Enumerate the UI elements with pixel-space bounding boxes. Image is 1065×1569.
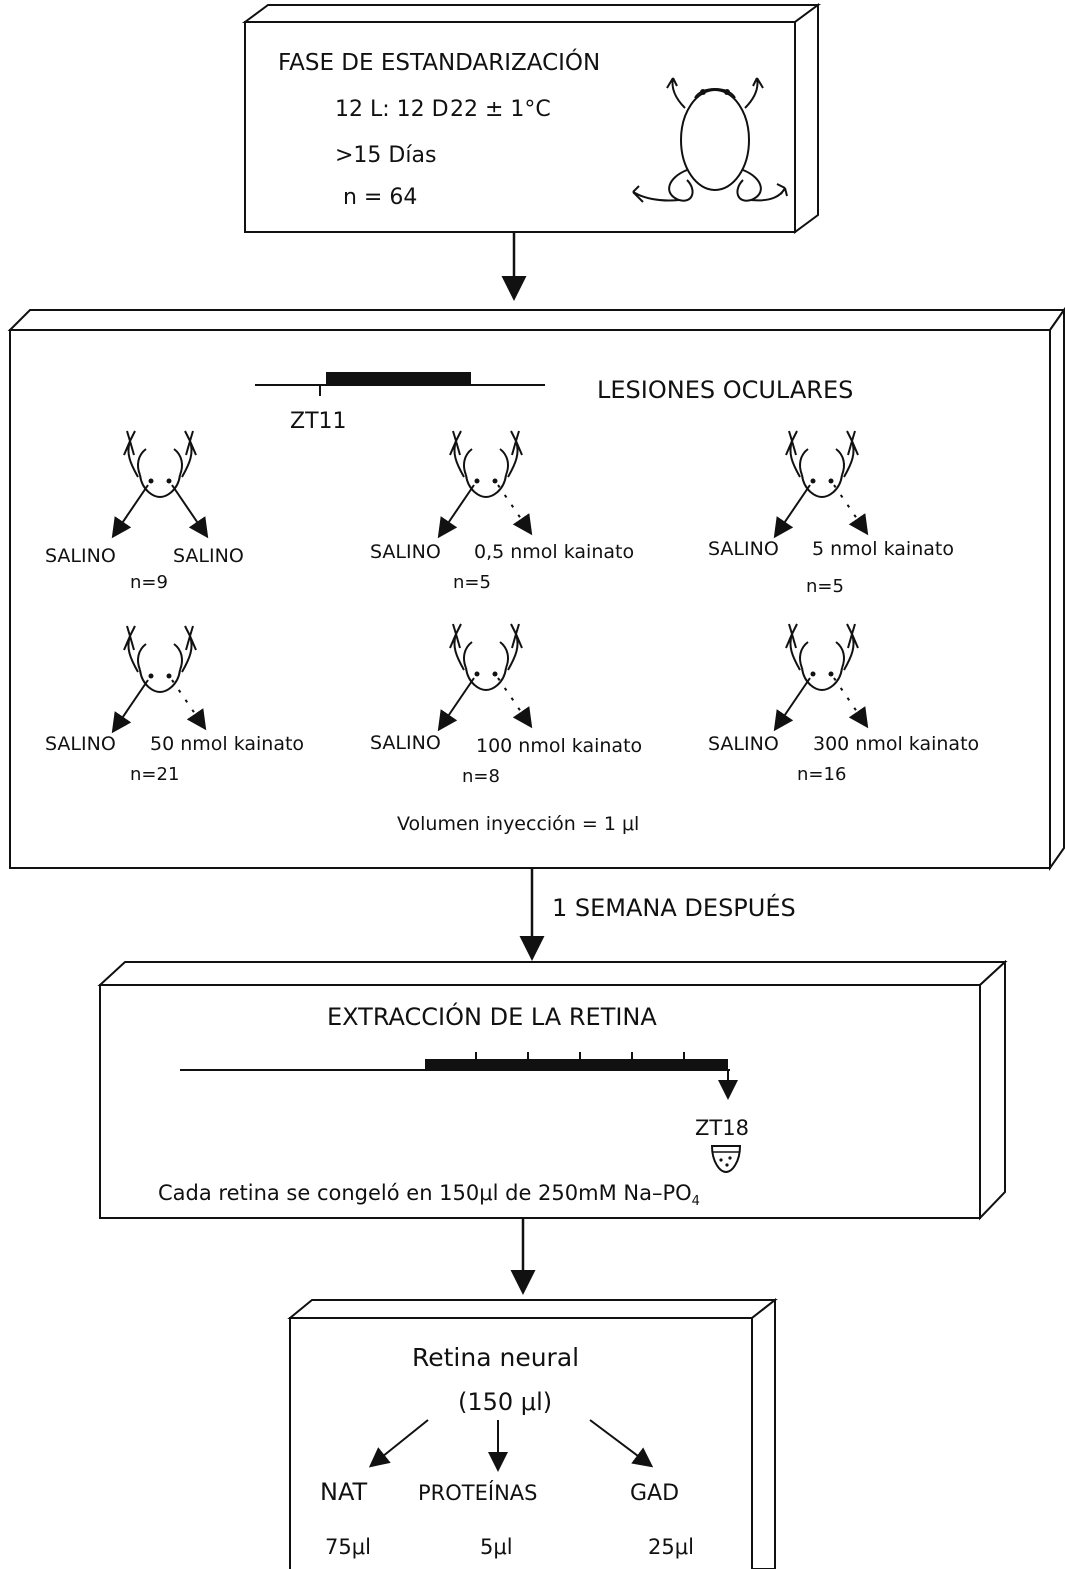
duration-label: >15 Días: [335, 143, 436, 168]
assay-gad-label: GAD: [630, 1481, 679, 1506]
group-6-count: n=16: [797, 764, 846, 785]
standardization-box: [241, 3, 822, 234]
group-3-left-label: SALINO: [708, 538, 779, 560]
group-4-right-label: 50 nmol kainato: [150, 733, 304, 755]
extraction-time-label: ZT18: [695, 1116, 749, 1140]
group-2-right-label: 0,5 nmol kainato: [474, 541, 634, 563]
extraction-title: EXTRACCIÓN DE LA RETINA: [327, 1001, 657, 1031]
temperature-label: 22 ± 1°C: [450, 97, 551, 122]
group-5-left-label: SALINO: [370, 732, 441, 754]
split-arrow-gad: [589, 1419, 654, 1468]
assay-nat-volume: 75μl: [325, 1535, 371, 1559]
group-2-left-label: SALINO: [370, 541, 441, 563]
lesions-title: LESIONES OCULARES: [597, 376, 853, 404]
injection-group-4: [111, 625, 207, 734]
lesion-time-label: ZT11: [290, 409, 347, 434]
group-1-left-label: SALINO: [45, 545, 116, 567]
frog-illustration: [632, 77, 788, 203]
injection-group-1: [111, 430, 209, 539]
assay-nat-label: NAT: [320, 1478, 368, 1506]
sample-tube-icon: [710, 1145, 742, 1174]
group-4-count: n=21: [130, 764, 179, 785]
assay-gad-volume: 25μl: [648, 1535, 694, 1559]
neural-retina-title: Retina neural: [412, 1343, 579, 1372]
lesion-timeline: [255, 372, 545, 396]
retina-extraction-box: [97, 959, 1008, 1221]
injection-volume-label: Volumen inyección = 1 μl: [397, 813, 639, 835]
phosphate-subscript: 4: [692, 1194, 700, 1209]
photoperiod-label: 12 L: 12 D: [335, 97, 449, 122]
group-2-count: n=5: [453, 572, 491, 593]
injection-group-3: [773, 430, 869, 539]
group-6-left-label: SALINO: [708, 733, 779, 755]
injection-group-6: [773, 623, 869, 732]
group-6-right-label: 300 nmol kainato: [813, 733, 979, 755]
standardization-title: FASE DE ESTANDARIZACIÓN: [278, 48, 600, 76]
injection-group-2: [437, 430, 533, 539]
group-3-right-label: 5 nmol kainato: [812, 538, 954, 560]
group-5-right-label: 100 nmol kainato: [476, 735, 642, 757]
injection-group-5: [437, 623, 533, 732]
lesions-box: [7, 306, 1065, 872]
group-1-right-label: SALINO: [173, 545, 244, 567]
neural-retina-box: [287, 1297, 778, 1569]
split-arrow-nat: [368, 1419, 429, 1468]
group-3-count: n=5: [806, 576, 844, 597]
group-1-count: n=9: [130, 572, 168, 593]
freezing-note: Cada retina se congeló en 150μl de 250mM…: [158, 1181, 700, 1209]
one-week-later-label: 1 SEMANA DESPUÉS: [552, 893, 796, 922]
animal-count-label: n = 64: [343, 185, 417, 210]
group-4-left-label: SALINO: [45, 733, 116, 755]
assay-proteins-volume: 5μl: [480, 1535, 513, 1559]
group-5-count: n=8: [462, 766, 500, 787]
assay-proteins-label: PROTEÍNAS: [418, 1480, 537, 1505]
extraction-timeline: [180, 1052, 738, 1100]
neural-retina-volume: (150 μl): [458, 1388, 552, 1416]
